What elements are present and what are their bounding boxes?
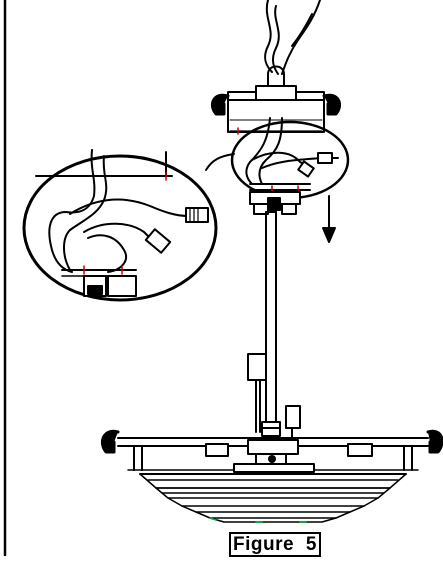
hanging-loop [267, 65, 285, 87]
figure-caption: Figure 5 [229, 532, 321, 557]
red-marks [83, 127, 299, 275]
supply-wires [264, 0, 321, 75]
detail-circle-large [22, 149, 218, 302]
detail-circle-small [230, 117, 350, 200]
stem-base-connector [261, 421, 281, 437]
ceiling-canopy [211, 85, 341, 133]
upper-stem-collar [249, 191, 301, 215]
frame-sockets [205, 439, 373, 473]
diffuser-bowl [139, 473, 407, 523]
fixture-frame [101, 429, 443, 475]
detail-leader-line [205, 153, 235, 171]
center-stem [265, 211, 277, 433]
hanging-socket-left [247, 353, 267, 433]
hanging-socket-right [285, 405, 301, 439]
green-marks [209, 517, 307, 523]
down-arrow-icon [322, 195, 336, 243]
